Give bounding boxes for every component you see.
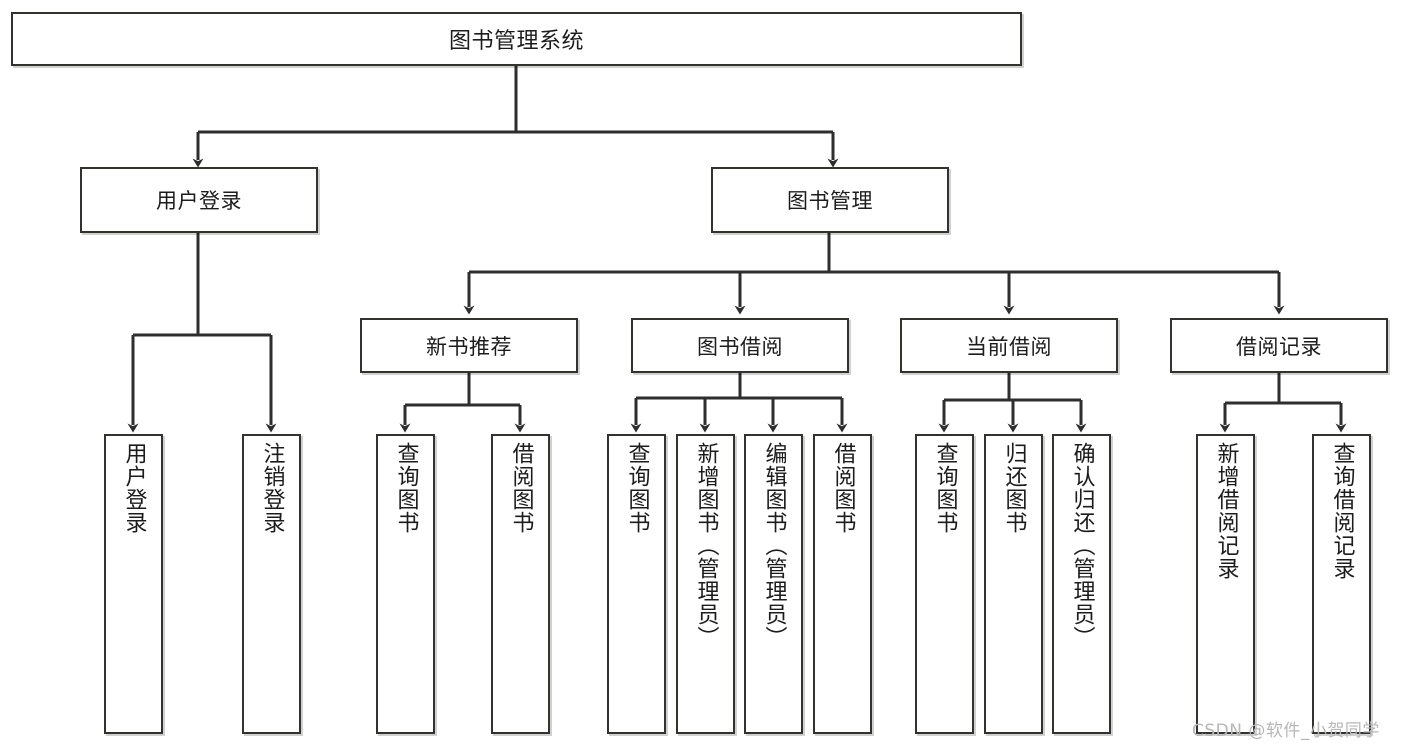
leaf-user-login[interactable]: 用户登录 bbox=[104, 434, 163, 734]
leaf-label: 查询图书 bbox=[624, 442, 650, 534]
leaf-borrow-book-1[interactable]: 借阅图书 bbox=[491, 434, 550, 734]
node-root[interactable]: 图书管理系统 bbox=[11, 12, 1022, 66]
leaf-return-book[interactable]: 归还图书 bbox=[984, 434, 1043, 734]
node-current-borrow[interactable]: 当前借阅 bbox=[900, 318, 1118, 373]
node-book-manage[interactable]: 图书管理 bbox=[711, 167, 949, 233]
leaf-query-book-1[interactable]: 查询图书 bbox=[376, 434, 435, 734]
leaf-edit-book[interactable]: 编辑图书（管理员） bbox=[744, 434, 803, 734]
node-book-borrow[interactable]: 图书借阅 bbox=[631, 318, 849, 373]
leaf-label: 确认归还（管理员） bbox=[1069, 442, 1095, 649]
leaf-label: 用户登录 bbox=[121, 442, 147, 534]
leaf-label: 注销登录 bbox=[259, 442, 285, 534]
leaf-label: 借阅图书 bbox=[508, 442, 534, 534]
leaf-confirm-return[interactable]: 确认归还（管理员） bbox=[1052, 434, 1111, 734]
leaf-query-record[interactable]: 查询借阅记录 bbox=[1312, 434, 1371, 734]
leaf-label: 新增借阅记录 bbox=[1213, 442, 1239, 580]
leaf-add-record[interactable]: 新增借阅记录 bbox=[1196, 434, 1255, 734]
leaf-label: 归还图书 bbox=[1001, 442, 1027, 534]
leaf-label: 新增图书（管理员） bbox=[693, 442, 719, 649]
leaf-label: 查询图书 bbox=[932, 442, 958, 534]
csdn-watermark: CSDN @软件_小贺同学 bbox=[1192, 721, 1380, 741]
leaf-label: 查询借阅记录 bbox=[1329, 442, 1355, 580]
leaf-query-book-3[interactable]: 查询图书 bbox=[915, 434, 974, 734]
leaf-label: 查询图书 bbox=[393, 442, 419, 534]
leaf-label: 编辑图书（管理员） bbox=[761, 442, 787, 649]
node-new-book-recommend[interactable]: 新书推荐 bbox=[360, 318, 578, 373]
leaf-add-book[interactable]: 新增图书（管理员） bbox=[676, 434, 735, 734]
node-borrow-record[interactable]: 借阅记录 bbox=[1170, 318, 1388, 373]
leaf-logout-login[interactable]: 注销登录 bbox=[242, 434, 301, 734]
leaf-label: 借阅图书 bbox=[830, 442, 856, 534]
node-user-login[interactable]: 用户登录 bbox=[80, 167, 318, 233]
leaf-query-book-2[interactable]: 查询图书 bbox=[607, 434, 666, 734]
leaf-borrow-book-2[interactable]: 借阅图书 bbox=[813, 434, 872, 734]
